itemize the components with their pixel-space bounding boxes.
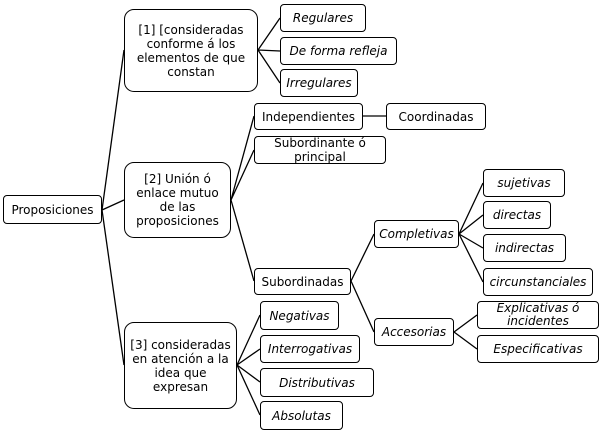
node-subordinadas: Subordinadas bbox=[254, 268, 351, 295]
node-b2: [2] Unión ó enlace mutuo de las proposic… bbox=[124, 162, 231, 238]
node-indirectas: indirectas bbox=[483, 234, 566, 262]
node-distributivas: Distributivas bbox=[260, 368, 374, 397]
node-b3: [3] consideradas en atención a la idea q… bbox=[124, 322, 237, 409]
node-de-forma-refleja: De forma refleja bbox=[280, 37, 397, 65]
node-accesorias: Accesorias bbox=[374, 318, 454, 346]
node-interrogativas: Interrogativas bbox=[260, 335, 360, 363]
node-directas: directas bbox=[483, 201, 551, 229]
node-irregulares: Irregulares bbox=[280, 69, 358, 97]
node-coordinadas: Coordinadas bbox=[386, 103, 486, 130]
node-absolutas: Absolutas bbox=[260, 401, 343, 430]
node-proposiciones: Proposiciones bbox=[3, 195, 102, 224]
node-b1: [1] [consideradas conforme á los element… bbox=[124, 9, 258, 92]
node-subordinante: Subordinante ó principal bbox=[254, 136, 386, 164]
node-negativas: Negativas bbox=[260, 301, 339, 330]
node-sujetivas: sujetivas bbox=[483, 169, 565, 197]
node-circunstanciales: circunstanciales bbox=[483, 268, 593, 296]
node-especificativas: Especificativas bbox=[477, 335, 599, 363]
node-regulares: Regulares bbox=[280, 4, 366, 32]
node-independientes: Independientes bbox=[254, 103, 363, 130]
node-explicativas: Explicativas ó incidentes bbox=[477, 301, 599, 329]
node-completivas: Completivas bbox=[374, 220, 459, 248]
